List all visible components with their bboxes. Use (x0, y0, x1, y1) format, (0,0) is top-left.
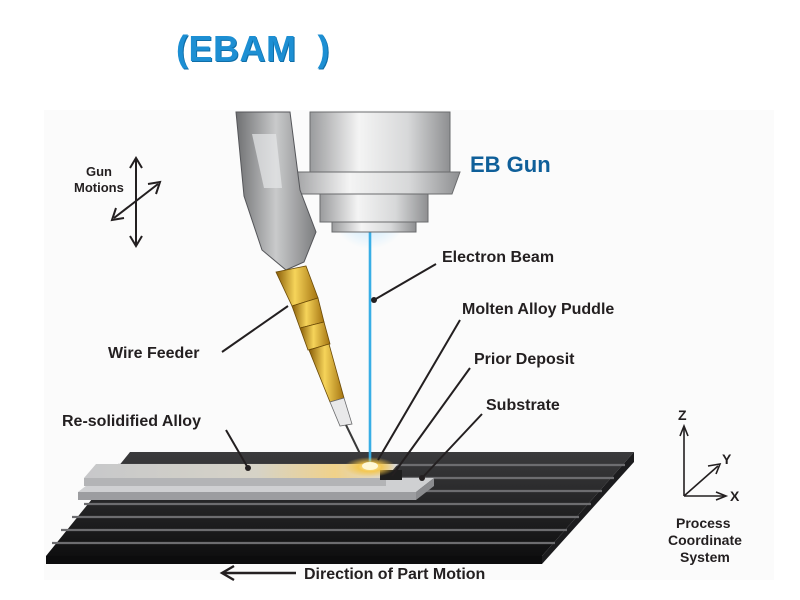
gun-motions-label-line2: Motions (74, 180, 124, 195)
leader-prior-deposit (391, 367, 471, 477)
gun-motions: Gun Motions (74, 156, 162, 248)
leader-substrate (421, 413, 483, 479)
axis-x-label: X (730, 488, 740, 504)
electron-beam-label: Electron Beam (442, 249, 554, 266)
substrate-label: Substrate (486, 397, 560, 414)
leader-molten-puddle (377, 319, 461, 461)
wire-feeder-arm (235, 111, 317, 271)
coordinate-system: Z Y X Process Coordinate System (668, 407, 742, 565)
blurred-title-prefix (44, 38, 164, 66)
leader-resolidified (225, 429, 249, 469)
direction-label: Direction of Part Motion (304, 566, 485, 583)
axes-icon (679, 423, 729, 501)
coord-caption-line1: Process (676, 515, 731, 531)
coord-caption-line2: Coordinate (668, 532, 742, 548)
page-title: (EBAM ) (176, 28, 330, 69)
leader-wire-feeder (221, 305, 289, 353)
prior-deposit-label: Prior Deposit (474, 351, 575, 368)
direction-of-motion: Direction of Part Motion (219, 564, 485, 583)
gun-motions-label-line1: Gun (86, 164, 112, 179)
left-arrow-icon (219, 564, 296, 582)
wire-feeder-label: Wire Feeder (108, 345, 199, 362)
wire-feeder-nozzle (275, 265, 353, 427)
axis-z-label: Z (678, 407, 687, 423)
axis-y-label: Y (722, 451, 732, 467)
resolidified-label: Re-solidified Alloy (62, 413, 201, 430)
eb-gun-label: EB Gun (470, 152, 551, 177)
coord-caption-line3: System (680, 549, 730, 565)
gun-motions-arrows-icon (110, 156, 162, 248)
molten-puddle-label: Molten Alloy Puddle (462, 301, 614, 318)
leader-electron-beam (373, 263, 437, 301)
deposit-track (78, 464, 434, 500)
